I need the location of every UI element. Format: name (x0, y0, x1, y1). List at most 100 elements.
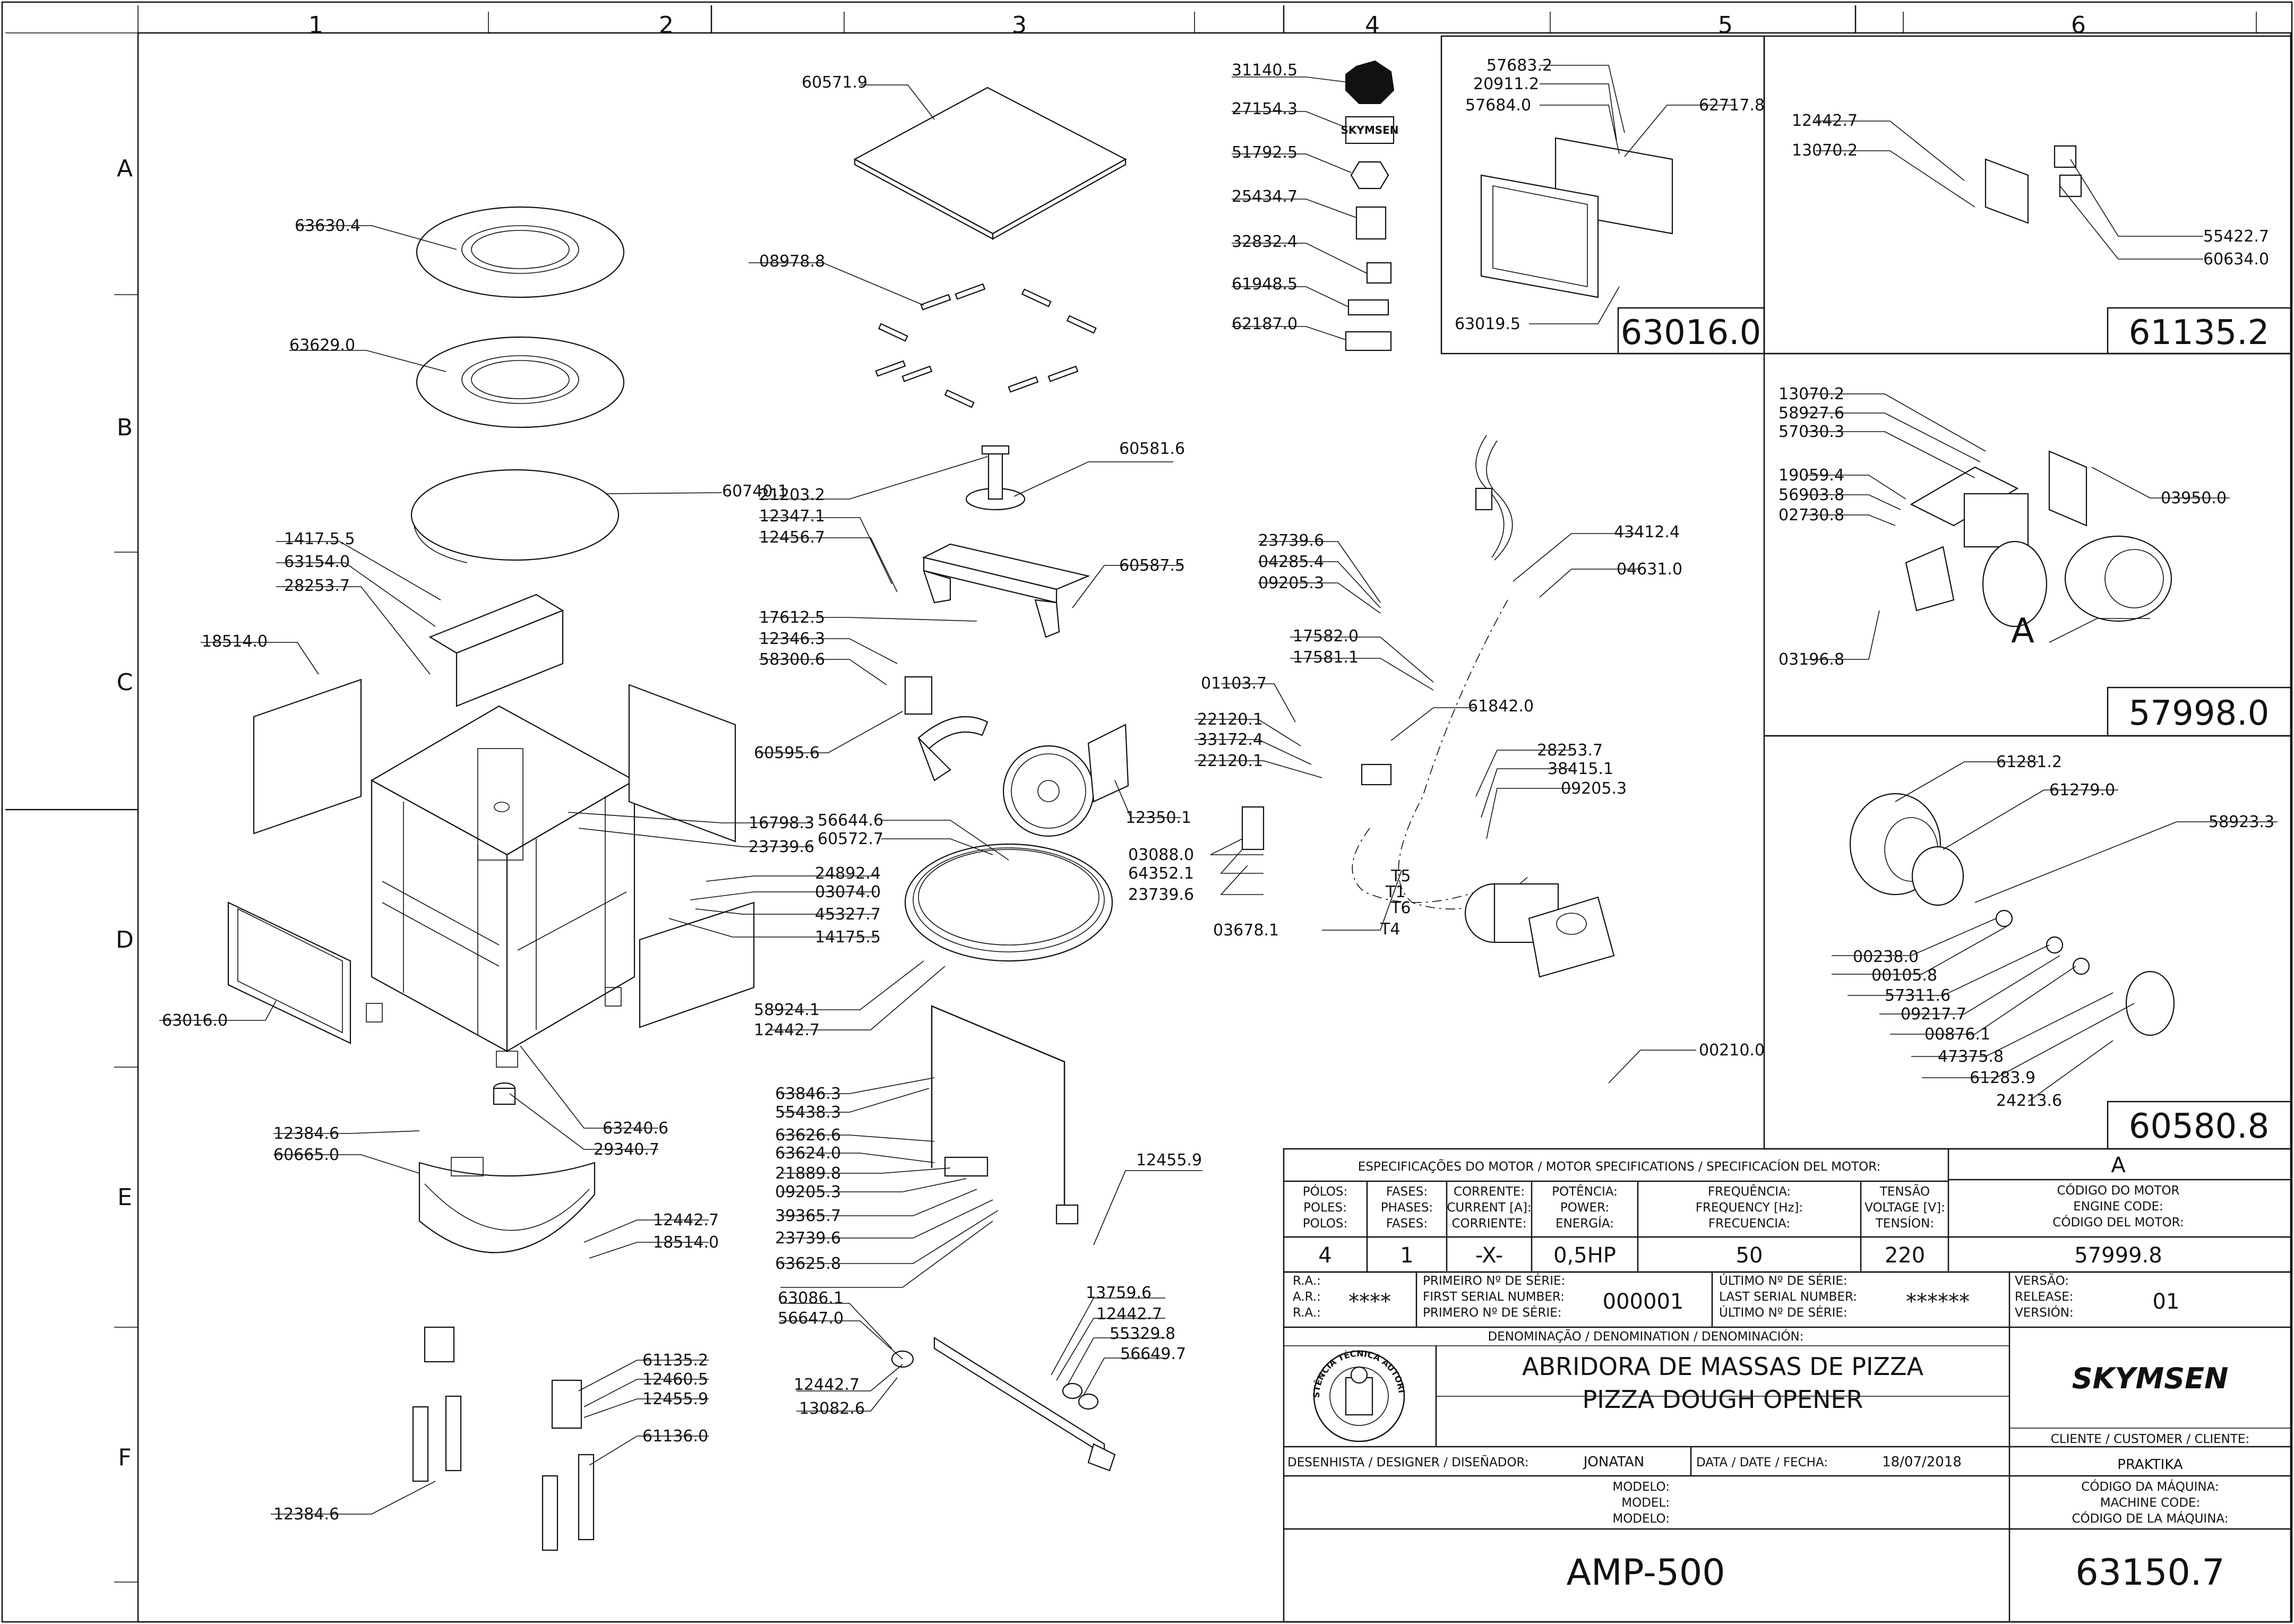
part-label: 51792.5 (1232, 143, 1298, 162)
part-label: 21889.8 (775, 1164, 841, 1183)
grid-col-5: 5 (1718, 12, 1733, 39)
spec-power-value: 0,5HP (1553, 1243, 1616, 1268)
last-serial-l1: ÚLTIMO Nº DE SÉRIE: (1719, 1273, 1848, 1288)
part-label: 23739.6 (1258, 531, 1324, 550)
part-label: 63240.6 (603, 1119, 668, 1138)
last-serial-l3: ÚLTIMO Nº DE SÉRIE: (1719, 1305, 1848, 1320)
part-label: 62717.8 (1699, 96, 1765, 115)
part-label: 57683.2 (1487, 56, 1552, 75)
part-label: 63630.4 (295, 217, 360, 235)
part-label: 04631.0 (1617, 560, 1682, 579)
part-label: 55438.3 (775, 1103, 841, 1122)
part-label: 63624.0 (775, 1144, 841, 1163)
part-label: 13070.2 (1792, 141, 1858, 160)
part-label: 60595.6 (754, 744, 820, 762)
motor-label-t5: T5 (1390, 867, 1411, 886)
part-label: 39365.7 (775, 1207, 841, 1225)
arm-63846 (931, 1005, 1079, 1225)
motor-label-t1: T1 (1385, 883, 1405, 901)
version-l3: VERSIÓN: (2015, 1305, 2074, 1320)
part-label: 13759.6 (1086, 1284, 1152, 1302)
spec-frequency-value: 50 (1736, 1243, 1763, 1268)
part-label: 57311.6 (1885, 986, 1951, 1005)
part-label: 03678.1 (1213, 921, 1279, 940)
hub-60581 (965, 445, 1026, 511)
crossbar-60587 (922, 543, 1090, 638)
spec-voltage-h2: VOLTAGE [V]: (1865, 1201, 1945, 1215)
machine-code-l2: MACHINE CODE: (2100, 1496, 2201, 1510)
assembly-number-60580: 60580.8 (2129, 1107, 2270, 1146)
spec-power-h2: POWER: (1560, 1201, 1609, 1215)
part-label: 12456.7 (759, 528, 825, 547)
first-serial-l2: FIRST SERIAL NUMBER: (1423, 1290, 1565, 1304)
leader-lines (159, 65, 2278, 1515)
part-label: 17581.1 (1293, 648, 1359, 667)
part-label: 01103.7 (1201, 674, 1267, 693)
spec-voltage-h3: TENSÍON: (1875, 1216, 1934, 1231)
part-label: 63019.5 (1455, 315, 1520, 333)
part-label: 61842.0 (1468, 697, 1534, 716)
assembly-number-57998: 57998.0 (2129, 694, 2270, 733)
brand-logo: SKYMSEN (2072, 1362, 2229, 1395)
bracket-63154 (428, 594, 564, 707)
assembly-number-61135: 61135.2 (2129, 313, 2270, 353)
spec-power-h1: POTÊNCIA: (1552, 1184, 1618, 1199)
side-panels (227, 678, 755, 1044)
spec-current-value: -X- (1475, 1243, 1503, 1268)
part-label: 09205.3 (1258, 574, 1324, 592)
part-label: 02730.8 (1779, 506, 1844, 525)
part-label: 23739.6 (749, 838, 814, 856)
part-label: 09205.3 (775, 1183, 841, 1201)
designer-label: DESENHISTA / DESIGNER / DISEÑADOR: (1287, 1455, 1529, 1470)
model-l2: MODEL: (1621, 1496, 1670, 1510)
part-label: 21203.2 (759, 486, 825, 504)
wiring-harness (1241, 435, 1530, 910)
disc-63630 (416, 206, 625, 298)
last-serial-l2: LAST SERIAL NUMBER: (1719, 1290, 1857, 1304)
spec-engine-code-h2: ENGINE CODE: (2073, 1200, 2163, 1214)
grid-row-e: E (117, 1184, 132, 1211)
part-label: 27154.3 (1232, 100, 1298, 118)
part-label: 12442.7 (1792, 111, 1858, 130)
part-label: 03074.0 (815, 883, 881, 901)
part-label: 12350.1 (1125, 809, 1191, 827)
spec-poles-h1: PÓLOS: (1303, 1184, 1347, 1199)
spec-phases-h1: FASES: (1386, 1185, 1428, 1199)
part-label: 13082.6 (799, 1399, 865, 1418)
part-label: 55422.7 (2203, 227, 2269, 246)
spec-engine-code-value: 57999.8 (2074, 1243, 2162, 1268)
part-label: 24213.6 (1996, 1092, 2062, 1110)
part-number-labels: 63630.4 63629.0 60740.1 1417.5.5 63154.0… (162, 56, 2274, 1524)
part-label: 18514.0 (202, 632, 268, 651)
part-label: 14175.5 (815, 928, 881, 947)
part-label: 12347.1 (759, 507, 825, 526)
part-label: 58923.3 (2209, 813, 2274, 831)
part-label: 43412.4 (1614, 523, 1680, 542)
hinge-assembly (412, 1326, 595, 1551)
client-header: CLIENTE / CUSTOMER / CLIENTE: (2051, 1432, 2249, 1446)
part-label: 55329.8 (1110, 1325, 1175, 1343)
part-label: 62187.0 (1232, 315, 1298, 333)
part-label: 61279.0 (2049, 781, 2115, 800)
part-label: 56649.7 (1120, 1345, 1186, 1363)
spec-voltage-h1: TENSÃO (1879, 1184, 1930, 1199)
part-label: 23739.6 (1128, 886, 1194, 904)
part-label: 03088.0 (1128, 846, 1194, 864)
part-label: 03950.0 (2161, 489, 2227, 508)
first-serial-value: 000001 (1603, 1290, 1684, 1314)
spec-power-h3: ENERGÍA: (1556, 1216, 1614, 1231)
last-serial-value: ****** (1906, 1290, 1970, 1314)
part-label: 63629.0 (289, 336, 355, 355)
version-value: 01 (2153, 1290, 2180, 1314)
grid-column-labels: 1 2 3 4 5 6 (308, 12, 2086, 39)
grid-row-f: F (118, 1444, 131, 1471)
spec-frequency-h1: FREQUÊNCIA: (1708, 1184, 1791, 1199)
part-label: 09217.7 (1901, 1005, 1966, 1024)
part-label: 32832.4 (1232, 233, 1298, 251)
part-label: 12442.7 (754, 1021, 820, 1039)
designer-value: JONATAN (1583, 1454, 1644, 1470)
spec-poles-h2: POLES: (1303, 1201, 1347, 1215)
part-label: 60665.0 (273, 1146, 339, 1164)
part-label: 60572.7 (818, 830, 883, 848)
